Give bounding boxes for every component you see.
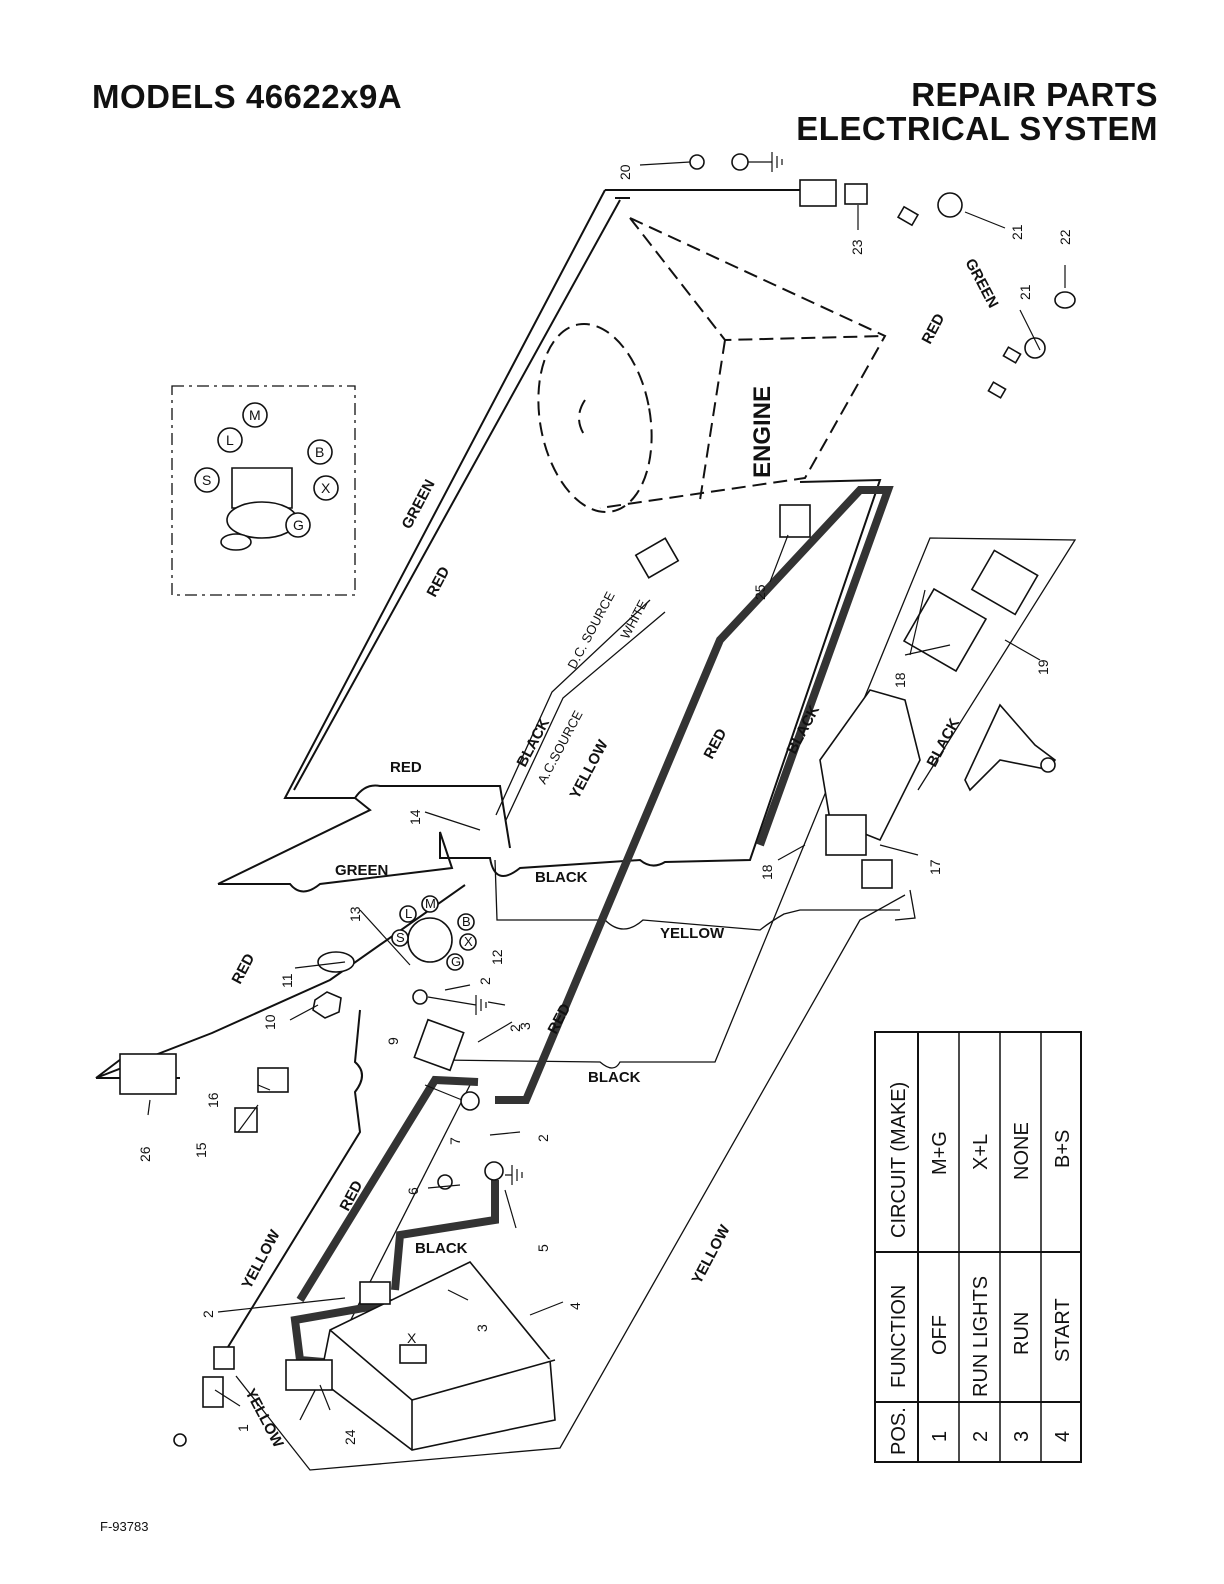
table-cell-function: OFF [929,1315,951,1355]
part-number: 3 [517,1022,533,1030]
part-number: 11 [279,973,295,988]
ground-symbol-icon [427,152,783,1185]
table-header-circuit: CIRCUIT (MAKE) [888,1082,910,1238]
inset-terminal-l: L [226,432,234,448]
table-header-pos: POS. [888,1407,910,1455]
part-number: 24 [342,1429,358,1445]
part-number: 5 [535,1244,551,1252]
wire-label-black-right1: BLACK [784,702,824,756]
figure-code: F-93783 [100,1519,149,1534]
table-cell-function: START [1052,1298,1074,1362]
part-number: 13 [347,906,363,922]
table-cell-pos: 4 [1052,1431,1074,1442]
battery: X [319,1261,556,1451]
part-number: 2 [477,977,493,985]
switch-inset: S L M B X G [171,385,356,596]
part-number: 25 [752,584,768,600]
wire-label-yellow-upper: YELLOW [567,737,613,802]
part-number: 2 [200,1310,216,1318]
battery-terminal-mark: X [407,1330,417,1346]
part-number: 22 [1057,229,1073,245]
part-number: 18 [759,864,775,880]
section-title: REPAIR PARTS ELECTRICAL SYSTEM [796,78,1158,146]
solenoid [819,689,921,889]
inset-terminal-b: B [315,444,324,460]
wire-label-yellow-bottom: YELLOW [241,1386,287,1451]
inset-terminal-g: G [293,517,304,533]
part-number: 7 [447,1137,463,1145]
part-number: 10 [262,1014,278,1030]
connectors [119,153,1076,1447]
wire-label-green-light: GREEN [961,256,1001,311]
wire-label-yellow-left: YELLOW [239,1227,285,1292]
small-terminal-s: S [396,930,405,945]
small-terminal-m: M [425,896,436,911]
part-number: 1 [235,1424,251,1432]
part-number: 15 [193,1142,209,1158]
table-header-function: FUNCTION [888,1285,910,1388]
page-title: MODELS 46622x9A [92,78,403,115]
wire-label-red-lower: RED [545,1001,575,1037]
wire-label-black-battery: BLACK [415,1240,468,1257]
table-cell-pos: 1 [929,1431,951,1442]
table-cell-circuit: M+G [929,1131,951,1175]
small-terminal-x: X [464,934,473,949]
inset-terminal-s: S [202,472,211,488]
wire-label-red-light: RED [919,311,949,347]
table-cell-function: RUN [1011,1312,1033,1355]
table-cell-pos: 3 [1011,1431,1033,1442]
part-number: 3 [474,1324,490,1332]
part-number: 4 [567,1302,583,1310]
table-cell-circuit: B+S [1052,1130,1074,1168]
part-number: 16 [205,1092,221,1108]
part-number: 14 [407,809,423,825]
small-terminal-b: B [462,914,471,929]
part-number: 18 [892,672,908,688]
wire-label-yellow-right: YELLOW [689,1222,735,1287]
part-number: 12 [489,949,505,965]
wire-label-green-loop: GREEN [335,862,388,879]
part-number: 20 [617,164,633,180]
battery-cable [290,486,894,1374]
wire-label-green-main: GREEN [399,477,439,532]
switch-terminals-small: S L M B X G [391,895,477,971]
table-cell-circuit: X+L [970,1134,992,1170]
wire-label-black-lower: BLACK [588,1069,641,1086]
part-number: 9 [385,1037,401,1045]
part-number: 21 [1017,284,1033,300]
wire-label-red-left: RED [229,951,259,987]
wire-label-white: WHITE [617,597,650,641]
part-number: 2 [507,1024,523,1032]
part-number: 21 [1009,224,1025,240]
wire-label-red-main: RED [424,564,454,600]
wire-label-yellow-mid: YELLOW [660,925,725,942]
engine: ENGINE [537,217,887,514]
part-number: 23 [849,239,865,255]
part-number: 26 [137,1146,153,1162]
wire-label-red-center: RED [701,726,731,762]
circuit-table: POS. FUNCTION CIRCUIT (MAKE) 1 OFF M+G 2… [874,1031,1082,1463]
engine-label: ENGINE [749,386,776,478]
section-title-line2: ELECTRICAL SYSTEM [796,110,1158,147]
part-number: 6 [405,1187,421,1195]
leader-lines [147,161,1066,1411]
wire-label-black-right2: BLACK [924,715,964,769]
part-number: 17 [927,859,943,875]
table-cell-pos: 2 [970,1431,992,1442]
wire-label-black-loop: BLACK [535,869,588,886]
wire-label-red-loop: RED [390,759,422,776]
section-title-line1: REPAIR PARTS [911,76,1158,113]
inset-terminal-x: X [321,480,331,496]
part-callouts: 1 2 2 2 2 3 3 4 5 6 7 9 10 11 12 13 14 1… [137,164,1073,1445]
part-number: 19 [1035,659,1051,675]
small-terminal-g: G [451,954,461,969]
table-cell-circuit: NONE [1011,1122,1033,1180]
small-terminal-l: L [405,906,412,921]
inset-terminal-m: M [249,407,261,423]
part-number: 2 [535,1134,551,1142]
table-cell-function: RUN LIGHTS [970,1276,992,1397]
